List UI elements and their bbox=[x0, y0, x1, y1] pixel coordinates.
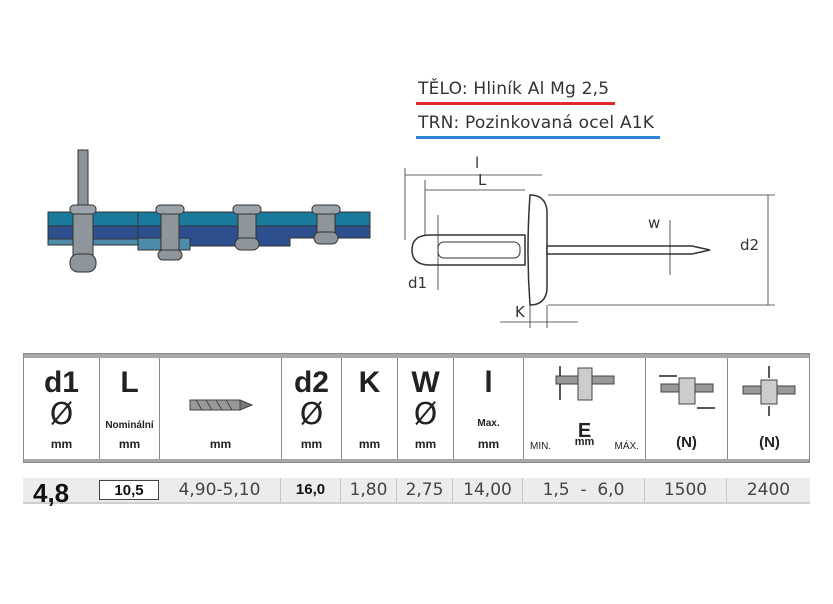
cell-E: 1,5 - 6,0 bbox=[523, 478, 645, 502]
spec-table-header: d1 Ø mm L Nominální mm mm d2 Ø mm K mm W… bbox=[23, 353, 810, 463]
body-material-label: TĚLO: Hliník Al Mg 2,5 bbox=[416, 79, 616, 105]
dim-label-K: K bbox=[515, 303, 526, 321]
cell-K: 1,80 bbox=[341, 478, 397, 502]
cell-size-d1: 4,8 bbox=[33, 478, 70, 508]
rivet-installation-illustration bbox=[47, 149, 371, 273]
col-drill: mm bbox=[160, 358, 282, 459]
cell-W: 2,75 bbox=[397, 478, 453, 502]
col-L: L Nominální mm bbox=[100, 358, 160, 459]
cell-shear: 1500 bbox=[645, 478, 727, 502]
cell-tensile: 2400 bbox=[746, 480, 791, 500]
drill-bit-icon bbox=[189, 399, 254, 411]
cell-drill: 4,90-5,10 bbox=[159, 478, 281, 502]
dim-label-L: L bbox=[478, 171, 487, 189]
col-shear: (N) bbox=[646, 358, 728, 459]
col-d2: d2 Ø mm bbox=[282, 358, 342, 459]
cell-d2: 16,0 bbox=[281, 478, 341, 502]
rivet-dimension-drawing: l L d2 w d1 K bbox=[404, 154, 775, 328]
tensile-force-icon bbox=[742, 366, 796, 416]
cell-l-max: 14,00 bbox=[453, 478, 523, 502]
dim-label-l: l bbox=[475, 154, 479, 172]
shear-force-icon bbox=[659, 375, 715, 409]
grip-range-icon bbox=[555, 366, 615, 401]
spec-table-row: 10,5 4,90-5,10 16,0 1,80 2,75 14,00 1,5 … bbox=[23, 478, 810, 504]
dim-label-w: w bbox=[648, 214, 660, 232]
dim-label-d2: d2 bbox=[740, 236, 759, 254]
cell-L: 10,5 bbox=[99, 480, 159, 500]
col-grip: E MIN. mm MÁX. bbox=[524, 358, 646, 459]
pin-material-label: TRN: Pozinkovaná ocel A1K bbox=[416, 113, 661, 139]
col-tensile: (N) bbox=[728, 358, 811, 459]
col-K: K mm bbox=[342, 358, 398, 459]
body-material-underline bbox=[416, 102, 616, 105]
col-W: W Ø mm bbox=[398, 358, 454, 459]
col-l-max: l Max. mm bbox=[454, 358, 524, 459]
pin-material-underline bbox=[416, 136, 661, 139]
col-d1: d1 Ø mm bbox=[24, 358, 100, 459]
dim-label-d1: d1 bbox=[408, 274, 427, 292]
